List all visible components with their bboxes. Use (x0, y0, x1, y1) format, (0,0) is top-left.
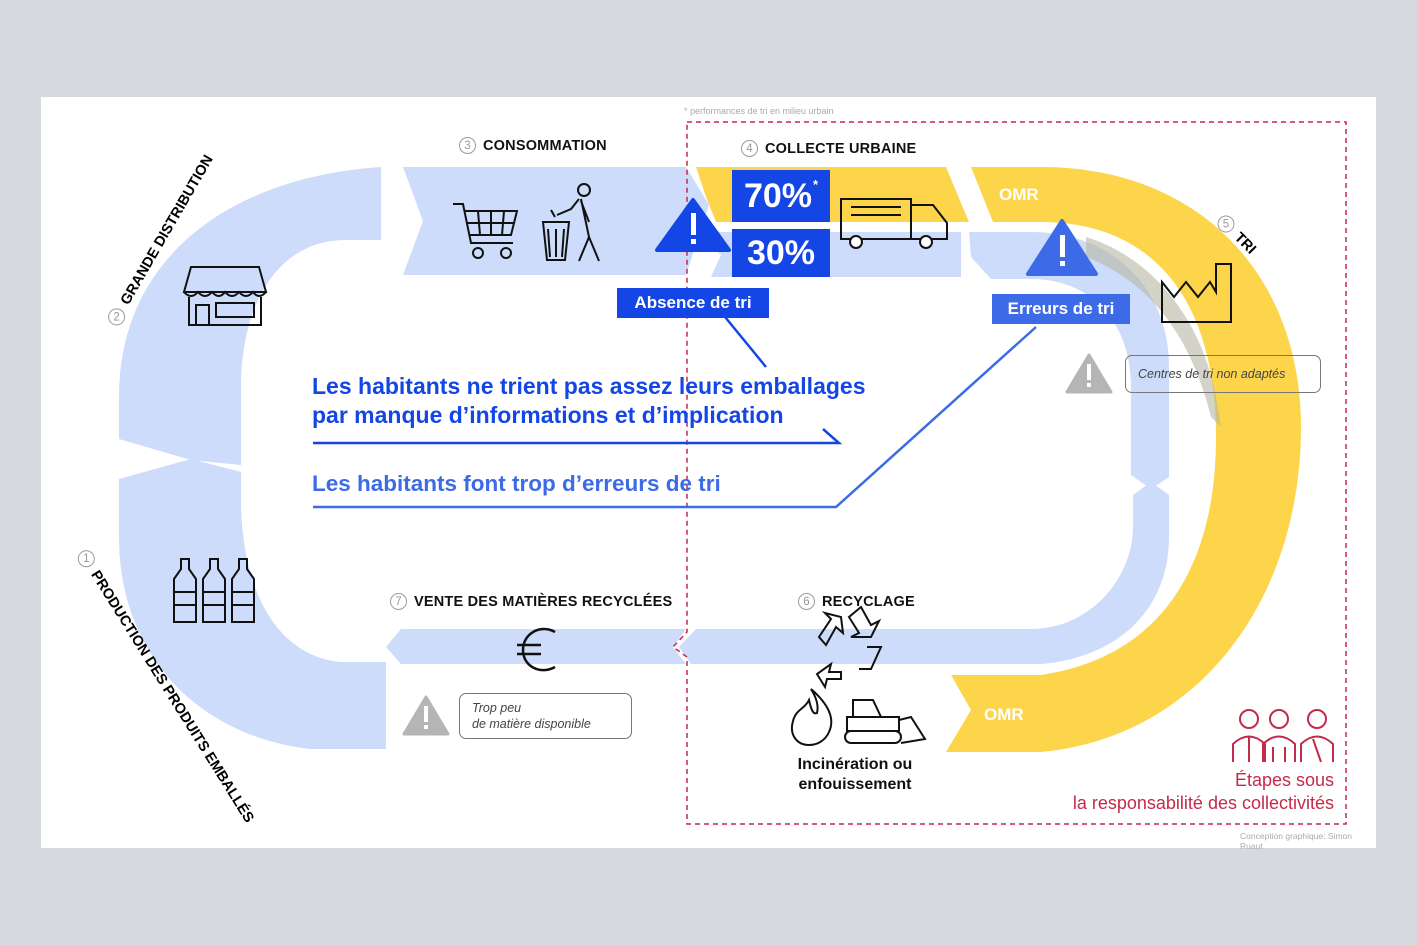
warning-errors-icon (1026, 219, 1098, 276)
pct-low-box: 30% (732, 229, 830, 277)
stage-number: 6 (798, 593, 815, 610)
box-centres-text: Centres de tri non adaptés (1138, 367, 1286, 381)
band-recycling-return (679, 482, 1169, 664)
box-matiere-l2: de matière disponible (472, 717, 591, 731)
stage-number: 4 (741, 140, 758, 157)
box-matiere: Trop peu de matière disponible (459, 693, 632, 739)
factory-icon (1161, 263, 1232, 323)
arrow-msg1 (313, 428, 843, 445)
responsibility-l2: la responsabilité des collectivités (1072, 793, 1334, 813)
recycle-icon (815, 605, 883, 690)
box-centres: Centres de tri non adaptés (1125, 355, 1321, 393)
omr-top-label: OMR (999, 185, 1039, 204)
stage-vente: 7 VENTE DES MATIÈRES RECYCLÉES (390, 593, 672, 610)
stage-label: RECYCLAGE (822, 593, 915, 610)
stage-number: 5 (1217, 215, 1235, 233)
sorting-shadow (1086, 237, 1221, 427)
trash-person-icon (541, 183, 600, 262)
tag-absence-de-tri: Absence de tri (617, 288, 769, 318)
cart-icon (453, 203, 519, 259)
stage-label: CONSOMMATION (483, 137, 607, 154)
bulldozer-icon (844, 699, 927, 744)
euro-icon (517, 627, 556, 672)
band-omr (946, 167, 1301, 752)
stage-number: 3 (459, 137, 476, 154)
omr-bottom-label: OMR (984, 705, 1024, 724)
pct-high: 70% (743, 176, 812, 215)
credit: Conception graphique: Simon Ruaut (1240, 831, 1352, 851)
box-matiere-l1: Trop peu (472, 701, 522, 715)
responsibility-label: Étapes sous la responsabilité des collect… (1026, 769, 1334, 815)
shop-icon (182, 266, 268, 326)
infographic-card: * performances de tri en milieu urbain C… (41, 97, 1376, 851)
stage-number: 2 (108, 308, 126, 326)
warning-matiere-icon (402, 695, 450, 736)
footnote-urban: * performances de tri en milieu urbain (684, 106, 834, 116)
warning-centres-icon (1065, 353, 1113, 394)
stage-label: COLLECTE URBAINE (765, 140, 917, 157)
incineration-l2: enfouissement (798, 776, 912, 793)
stage-number: 1 (77, 550, 95, 568)
band-vente (386, 629, 686, 664)
people-icon (1232, 709, 1334, 763)
arrow-errors (313, 326, 1037, 509)
diagram-canvas (119, 121, 1347, 825)
truck-icon (840, 198, 948, 249)
stage-number: 7 (390, 593, 407, 610)
pct-high-box: 70%* (732, 170, 830, 222)
arrow-absence (720, 311, 767, 368)
tag-erreurs-de-tri: Erreurs de tri (992, 294, 1130, 324)
stage-consommation: 3 CONSOMMATION (459, 137, 607, 154)
message-line3: Les habitants font trop d’erreurs de tri (312, 471, 721, 496)
pct-high-mark: * (813, 176, 819, 192)
bottles-icon (173, 558, 255, 623)
incineration-label: Incinération ou enfouissement (792, 755, 918, 795)
incineration-l1: Incinération ou (797, 756, 913, 773)
stage-label: VENTE DES MATIÈRES RECYCLÉES (414, 593, 673, 610)
stage-collecte: 4 COLLECTE URBAINE (741, 140, 916, 157)
responsibility-l1: Étapes sous (1234, 770, 1334, 790)
stage-recyclage: 6 RECYCLAGE (798, 593, 915, 610)
pct-low: 30% (746, 233, 816, 272)
message-line2: par manque d’informations et d’implicati… (312, 402, 784, 428)
fire-icon (791, 688, 833, 747)
responsibility-frame (671, 121, 1347, 825)
message-line1: Les habitants ne trient pas assez leurs … (312, 373, 866, 399)
warning-absence-icon (655, 198, 731, 252)
